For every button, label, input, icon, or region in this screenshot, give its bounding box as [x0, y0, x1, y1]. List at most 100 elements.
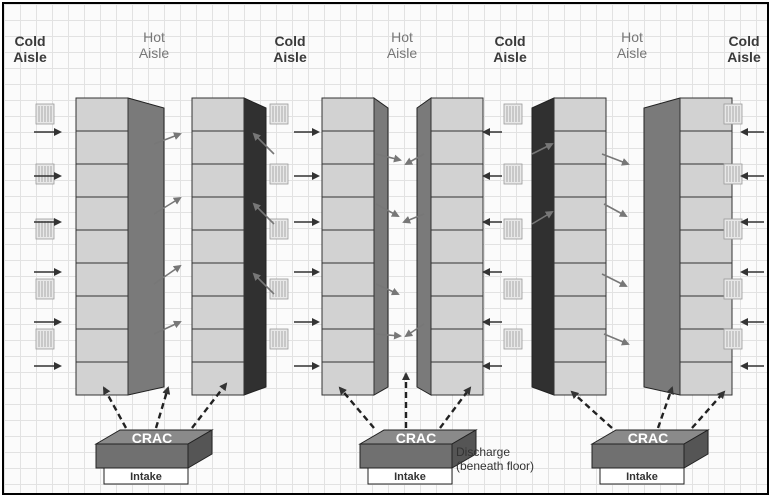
rack-unit	[191, 130, 245, 165]
rack-unit	[321, 262, 375, 297]
rack-unit	[553, 328, 607, 363]
floor-vent	[269, 218, 289, 240]
rack-unit	[191, 229, 245, 264]
airflow-arrow	[531, 143, 554, 155]
rack-unit	[553, 130, 607, 165]
cold-aisle-label: Cold	[14, 33, 45, 49]
floor-vent	[35, 103, 55, 125]
rack-unit	[321, 97, 375, 132]
rack-unit	[75, 295, 129, 330]
rack-unit	[553, 97, 607, 132]
rack-unit	[430, 196, 484, 231]
discharge-label: Discharge	[456, 445, 510, 459]
floor-vent	[723, 103, 743, 125]
hot-aisle-label: Aisle	[387, 45, 418, 61]
rack-unit	[75, 196, 129, 231]
server-rack-row	[75, 97, 165, 396]
crac-label: CRAC	[396, 430, 436, 446]
supply-air-arrow	[570, 390, 613, 429]
airflow-arrow	[252, 202, 275, 225]
server-rack-row	[321, 97, 389, 396]
rack-unit	[75, 361, 129, 396]
rack-unit	[321, 361, 375, 396]
rack-unit	[553, 262, 607, 297]
supply-air-arrow	[691, 390, 726, 429]
rack-unit	[430, 163, 484, 198]
floor-vent	[723, 163, 743, 185]
rack-unit	[430, 295, 484, 330]
rack-unit	[321, 130, 375, 165]
rack-unit	[321, 163, 375, 198]
hot-aisle-label: Hot	[621, 29, 643, 45]
crac-unit: CRAC Intake	[358, 429, 478, 485]
server-rack-row	[643, 97, 733, 396]
rack-unit	[191, 328, 245, 363]
rack-unit	[191, 196, 245, 231]
rack-unit	[75, 328, 129, 363]
airflow-arrow	[153, 320, 182, 335]
rack-unit	[191, 361, 245, 396]
rack-unit	[430, 130, 484, 165]
floor-vent	[269, 103, 289, 125]
supply-air-arrow	[439, 386, 472, 429]
hot-aisle-label: Hot	[391, 29, 413, 45]
supply-air-arrow	[338, 386, 375, 429]
rack-unit	[321, 196, 375, 231]
rack-unit	[75, 163, 129, 198]
airflow-arrow	[603, 333, 630, 346]
floor-vent	[503, 218, 523, 240]
floor-vent	[503, 103, 523, 125]
floor-vent	[35, 328, 55, 350]
rack-unit	[430, 97, 484, 132]
rack-unit	[75, 229, 129, 264]
hot-aisle-label: Aisle	[139, 45, 170, 61]
floor-vent	[35, 218, 55, 240]
floor-vent	[723, 218, 743, 240]
rack-unit	[75, 262, 129, 297]
hot-aisle-label: Aisle	[617, 45, 648, 61]
intake-label: Intake	[626, 471, 658, 483]
supply-air-arrow	[656, 386, 674, 429]
rack-unit	[679, 97, 733, 132]
rack-unit	[321, 229, 375, 264]
intake-plate	[367, 467, 453, 485]
intake-plate	[103, 467, 189, 485]
cold-aisle-label: Aisle	[13, 49, 47, 65]
rack-unit	[321, 295, 375, 330]
airflow-arrow	[153, 264, 182, 285]
floor-vent	[35, 163, 55, 185]
rack-unit	[430, 328, 484, 363]
rack-unit	[75, 130, 129, 165]
airflow-arrow	[402, 213, 425, 224]
floor-vent	[269, 163, 289, 185]
rack-unit	[75, 97, 129, 132]
server-rack-row	[416, 97, 484, 396]
rack-unit	[679, 229, 733, 264]
rack-unit	[191, 295, 245, 330]
floor-vent	[503, 328, 523, 350]
rack-unit	[553, 196, 607, 231]
cold-aisle-label: Cold	[728, 33, 759, 49]
cold-aisle-label: Aisle	[727, 49, 761, 65]
rack-unit	[553, 361, 607, 396]
server-rack-row	[531, 97, 607, 396]
rack-unit	[553, 295, 607, 330]
airflow-arrow	[252, 272, 275, 295]
airflow-arrow	[603, 203, 628, 217]
supply-air-arrow	[154, 386, 171, 429]
hot-aisle-label: Hot	[143, 29, 165, 45]
intake-label: Intake	[394, 471, 426, 483]
rack-unit	[430, 361, 484, 396]
intake-plate	[599, 467, 685, 485]
airflow-arrow	[601, 273, 628, 287]
airflow-arrow	[531, 210, 554, 225]
rack-unit	[191, 163, 245, 198]
server-rack-row	[191, 97, 267, 396]
floor-vent	[503, 163, 523, 185]
intake-label: Intake	[130, 471, 162, 483]
airflow-arrow	[404, 153, 425, 165]
rack-unit	[321, 328, 375, 363]
rack-unit	[679, 295, 733, 330]
